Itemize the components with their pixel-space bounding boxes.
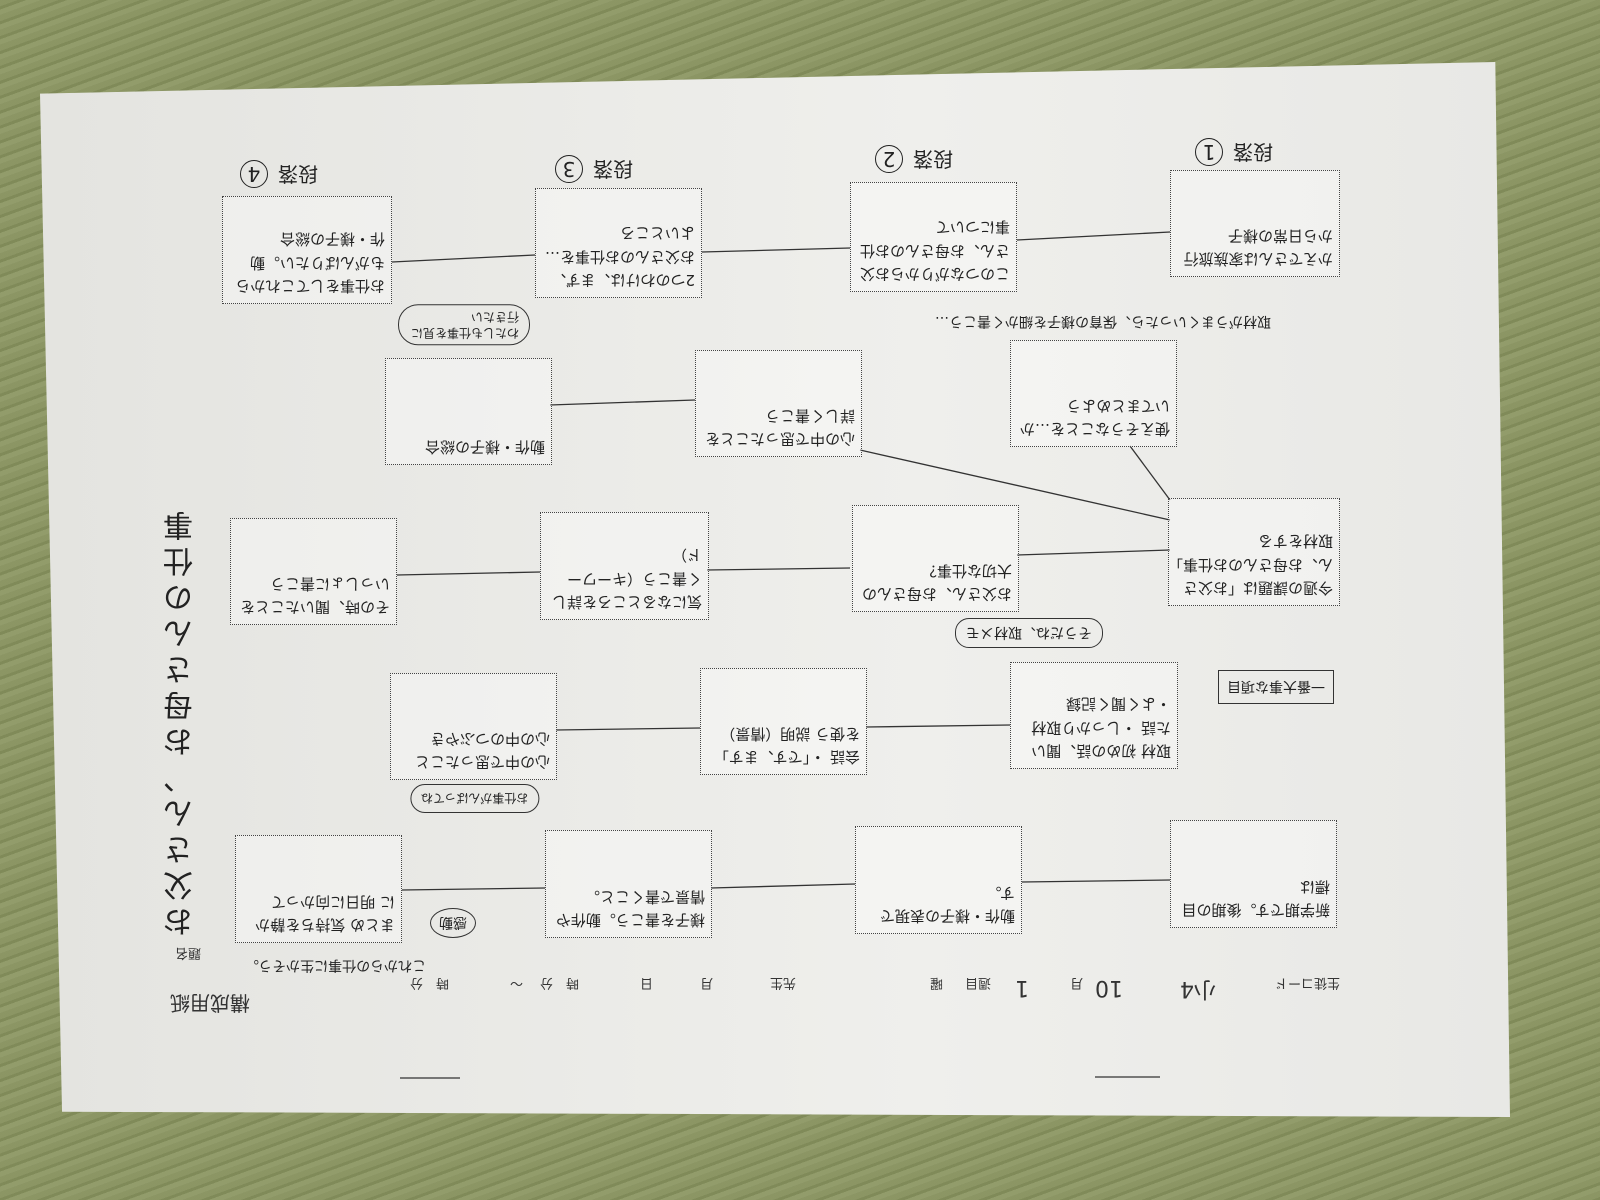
plan-box: お仕事をしてこれからもがんばりたい。動作・様子の総合 xyxy=(222,196,392,304)
bottom-note: これからの仕事に生かそう。 xyxy=(245,957,427,973)
grade-value: 小4 xyxy=(1180,976,1216,1001)
essay-title: お父さん、お母さんの仕事 xyxy=(164,505,199,937)
box-text: お父さん、お母さんの大切な仕事？ xyxy=(861,561,1012,603)
kandou-tag: 感動 xyxy=(430,908,476,938)
paragraph-label-text: 段落 xyxy=(913,147,953,171)
box-text: その時、聞いたことをいっしょに書こう xyxy=(239,574,390,616)
paragraph-3-label: 段落 3 xyxy=(555,155,633,185)
speech-bubble: お仕事がんばってね xyxy=(410,784,540,813)
plan-box: 使えそうなことを…かいてまとめよう xyxy=(1010,340,1177,447)
student-code-label: 生徒コード xyxy=(1275,975,1341,990)
plan-box: 気になるところを詳しく書こう（キーワード） xyxy=(540,512,709,620)
paragraph-number: 2 xyxy=(875,145,903,173)
plan-box: かえでさんは家族旅行から日常の様子 xyxy=(1170,170,1340,277)
box-text: 動作・様子の表現です。 xyxy=(879,883,1015,925)
box-text: 会話 ・「です、ます」を使う 説明（情景） xyxy=(713,724,860,766)
speech-bubble: わたしも仕事を見に行きたい xyxy=(398,304,530,346)
plan-box: このつながりからお父さん、お母さんのお仕事について xyxy=(850,182,1017,292)
paragraph-label-text: 段落 xyxy=(278,162,318,186)
box-text: 動作・様子の総合 xyxy=(424,438,545,456)
plan-box: 様子を書こう。動作や情景で書くこと。 xyxy=(545,830,712,938)
speech-bubble: 一番大事な項目 xyxy=(1218,670,1334,704)
form-title: 構成用紙 xyxy=(170,991,250,1015)
tilde: 〜 xyxy=(510,975,524,990)
plan-box: 会話 ・「です、ます」を使う 説明（情景） xyxy=(700,668,867,775)
plan-box: 動作・様子の総合 xyxy=(385,358,552,465)
weekday-label: 曜 xyxy=(930,975,944,990)
teacher-label: 先生 xyxy=(770,975,797,990)
box-text: 使えそうなことを…かいてまとめよう xyxy=(1019,396,1170,438)
composition-sheet xyxy=(40,62,1510,1117)
paragraph-1-label: 段落 1 xyxy=(1195,138,1273,168)
week-label: 週目 xyxy=(965,975,992,990)
box-text: まとめ 気持ちを静かに 明日に向かって xyxy=(255,892,395,934)
paragraph-4-label: 段落 4 xyxy=(240,160,318,190)
time-start-label: 時 分 xyxy=(540,975,580,990)
box-text: 取材 初めの話、聞いた話 ・しっかり取材 ・よく聞く記録 xyxy=(1031,695,1171,761)
plan-box: 2つのわけは、まず、お父さんのお仕事を…よいところ xyxy=(535,188,702,298)
plan-box: まとめ 気持ちを静かに 明日に向かって xyxy=(235,835,402,943)
plan-box: 心の中で思ったことを詳しく書こう xyxy=(695,350,862,457)
box-text: 様子を書こう。動作や情景で書くこと。 xyxy=(555,887,705,929)
plan-box: お父さん、お母さんの大切な仕事？ xyxy=(852,505,1019,612)
paragraph-label-text: 段落 xyxy=(593,157,633,181)
box-text: お仕事をしてこれからもがんばりたい。動作・様子の総合 xyxy=(235,230,385,296)
month-value: 10 xyxy=(1095,975,1123,1000)
time-end-label: 時 分 xyxy=(410,975,450,990)
paragraph-number: 1 xyxy=(1195,138,1223,166)
month-label: 月 xyxy=(1070,975,1084,990)
speech-bubble: そうだね、取材メモ xyxy=(955,618,1103,648)
plan-box: 新学期です。後期の目標は xyxy=(1170,820,1337,928)
box-text: かえでさんは家族旅行から日常の様子 xyxy=(1183,226,1333,268)
paragraph-label-text: 段落 xyxy=(1233,140,1273,164)
top-note: 取材がうまくいったら、保育の様子を細かく書こう… xyxy=(935,313,1271,329)
date-month-label: 月 xyxy=(700,975,714,990)
plan-box: 今週の課題は「お父さん、お母さんのお仕事」取材をする xyxy=(1168,498,1340,606)
box-text: 心の中で思ったことを詳しく書こう xyxy=(704,406,855,448)
paragraph-number: 4 xyxy=(240,160,268,188)
paragraph-number: 3 xyxy=(555,155,583,183)
box-text: このつながりからお父さん、お母さんのお仕事について xyxy=(859,218,1010,284)
week-value: 1 xyxy=(1015,975,1029,1000)
box-text: 気になるところを詳しく書こう（キーワード） xyxy=(551,546,702,612)
box-text: 心の中で思ったこと 心の中のつぶやき xyxy=(414,729,550,771)
plan-box: 心の中で思ったこと 心の中のつぶやき xyxy=(390,673,557,780)
plan-box: その時、聞いたことをいっしょに書こう xyxy=(230,518,397,625)
box-text: 2つのわけは、まず、お父さんのお仕事を…よいところ xyxy=(544,224,695,290)
date-day-label: 日 xyxy=(640,975,654,990)
title-label: 題名 xyxy=(175,945,202,960)
plan-box: 動作・様子の表現です。 xyxy=(855,826,1022,934)
box-text: 今週の課題は「お父さん、お母さんのお仕事」取材をする xyxy=(1175,532,1333,598)
plan-box: 取材 初めの話、聞いた話 ・しっかり取材 ・よく聞く記録 xyxy=(1010,662,1178,769)
paragraph-2-label: 段落 2 xyxy=(875,145,953,175)
box-text: 新学期です。後期の目標は xyxy=(1181,877,1330,919)
